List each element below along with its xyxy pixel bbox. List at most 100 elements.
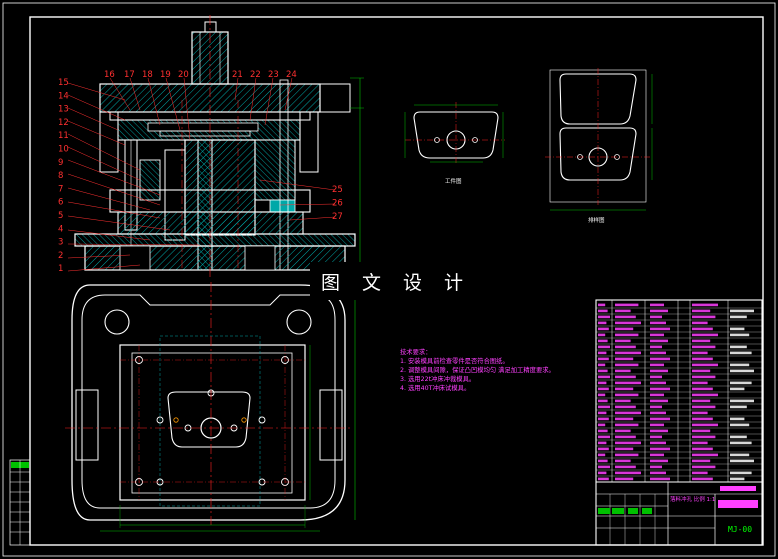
callout-15: 15 xyxy=(58,78,69,88)
strip-layout-drawing xyxy=(545,68,653,211)
bom-cell xyxy=(730,351,752,355)
bom-cell xyxy=(598,375,610,379)
bom-cell xyxy=(650,345,662,349)
bom-cell xyxy=(730,459,754,463)
bom-cell xyxy=(650,423,664,427)
bom-cell xyxy=(650,477,670,481)
watermark-text: 图 文 设 计 xyxy=(320,271,472,294)
bom-cell xyxy=(615,465,636,469)
bom-cell xyxy=(598,399,608,403)
callout-2: 2 xyxy=(58,251,63,261)
bom-cell xyxy=(650,471,666,475)
bom-cell xyxy=(650,315,662,319)
bom-cell xyxy=(598,447,609,451)
bom-cell xyxy=(650,381,666,385)
part-view-label: 工件图 xyxy=(445,179,462,185)
plan-view xyxy=(65,282,356,532)
notes-heading: 技术要求： xyxy=(400,349,432,356)
bom-cell xyxy=(692,429,711,433)
bom-cell xyxy=(692,327,713,331)
callout-23: 23 xyxy=(268,70,279,80)
bom-cell xyxy=(650,429,668,433)
bom-cell xyxy=(730,423,750,427)
callout-24: 24 xyxy=(286,70,297,80)
bom-cell xyxy=(730,333,750,337)
parts-list xyxy=(595,299,763,546)
bom-cell xyxy=(650,411,666,415)
callout-22: 22 xyxy=(250,70,261,80)
filing-strip xyxy=(9,459,31,546)
bom-cell xyxy=(692,405,716,409)
bom-cell xyxy=(598,465,610,469)
bom-cell xyxy=(692,399,711,403)
callout-3: 3 xyxy=(58,238,63,248)
bom-cell xyxy=(692,321,708,325)
bom-cell xyxy=(598,357,609,361)
bom-cell xyxy=(598,423,606,427)
bom-cell xyxy=(598,453,606,457)
bom-cell xyxy=(692,369,711,373)
bom-cell xyxy=(692,477,713,481)
bom-cell xyxy=(615,417,634,421)
bom-cell xyxy=(650,309,668,313)
callout-16: 16 xyxy=(104,70,115,80)
bom-cell xyxy=(692,471,708,475)
bom-cell xyxy=(598,459,608,463)
scale-label: 落料冲孔 比例 1:1 xyxy=(670,497,716,503)
callout-18: 18 xyxy=(142,70,153,80)
bom-cell xyxy=(730,309,754,313)
bom-cell xyxy=(730,477,745,481)
bom-cell xyxy=(692,309,711,313)
bom-cell xyxy=(730,315,747,319)
bom-cell xyxy=(598,339,608,343)
bom-cell xyxy=(598,411,607,415)
watermark-label: 图 文 设 计 xyxy=(310,262,482,300)
callout-8: 8 xyxy=(58,171,63,181)
bom-cell xyxy=(730,369,754,373)
bom-cell xyxy=(730,387,745,391)
bom-cell xyxy=(692,423,718,427)
title-block xyxy=(596,481,762,545)
note-item-4: 4. 选用40T冲床试模具。 xyxy=(400,385,471,392)
drawing-number: MJ-00 xyxy=(727,524,753,534)
bom-cell xyxy=(692,315,716,319)
bom-cell xyxy=(615,453,639,457)
bom-cell xyxy=(650,327,670,331)
callout-4: 4 xyxy=(58,224,63,234)
bom-cell xyxy=(598,405,610,409)
bom-cell xyxy=(692,339,711,343)
bom-cell xyxy=(650,333,664,337)
bom-cell xyxy=(615,405,636,409)
bom-cell xyxy=(692,435,716,439)
callout-13: 13 xyxy=(58,105,69,115)
bom-cell xyxy=(615,363,639,367)
bom-cell xyxy=(650,351,666,355)
callout-17: 17 xyxy=(124,70,135,80)
bom-cell xyxy=(615,447,634,451)
bom-cell xyxy=(615,423,639,427)
bom-cell xyxy=(598,363,606,367)
bom-cell xyxy=(615,351,641,355)
callout-11: 11 xyxy=(58,131,69,141)
bom-cell xyxy=(615,315,636,319)
bom-cell xyxy=(598,429,608,433)
bom-cell xyxy=(615,459,631,463)
bom-cell xyxy=(615,369,631,373)
bom-cell xyxy=(650,435,662,439)
bom-cell xyxy=(650,441,666,445)
bom-cell xyxy=(730,405,747,409)
bom-cell xyxy=(650,375,662,379)
layout-view-label: 排样图 xyxy=(588,218,605,224)
front-section-view xyxy=(67,15,364,280)
bom-cell xyxy=(650,465,662,469)
callout-14: 14 xyxy=(58,91,69,101)
bom-cell xyxy=(692,345,716,349)
bom-cell xyxy=(615,357,634,361)
bom-cell xyxy=(692,411,708,415)
bom-cell xyxy=(692,333,718,337)
bom-cell xyxy=(598,387,609,391)
bom-cell xyxy=(692,387,713,391)
